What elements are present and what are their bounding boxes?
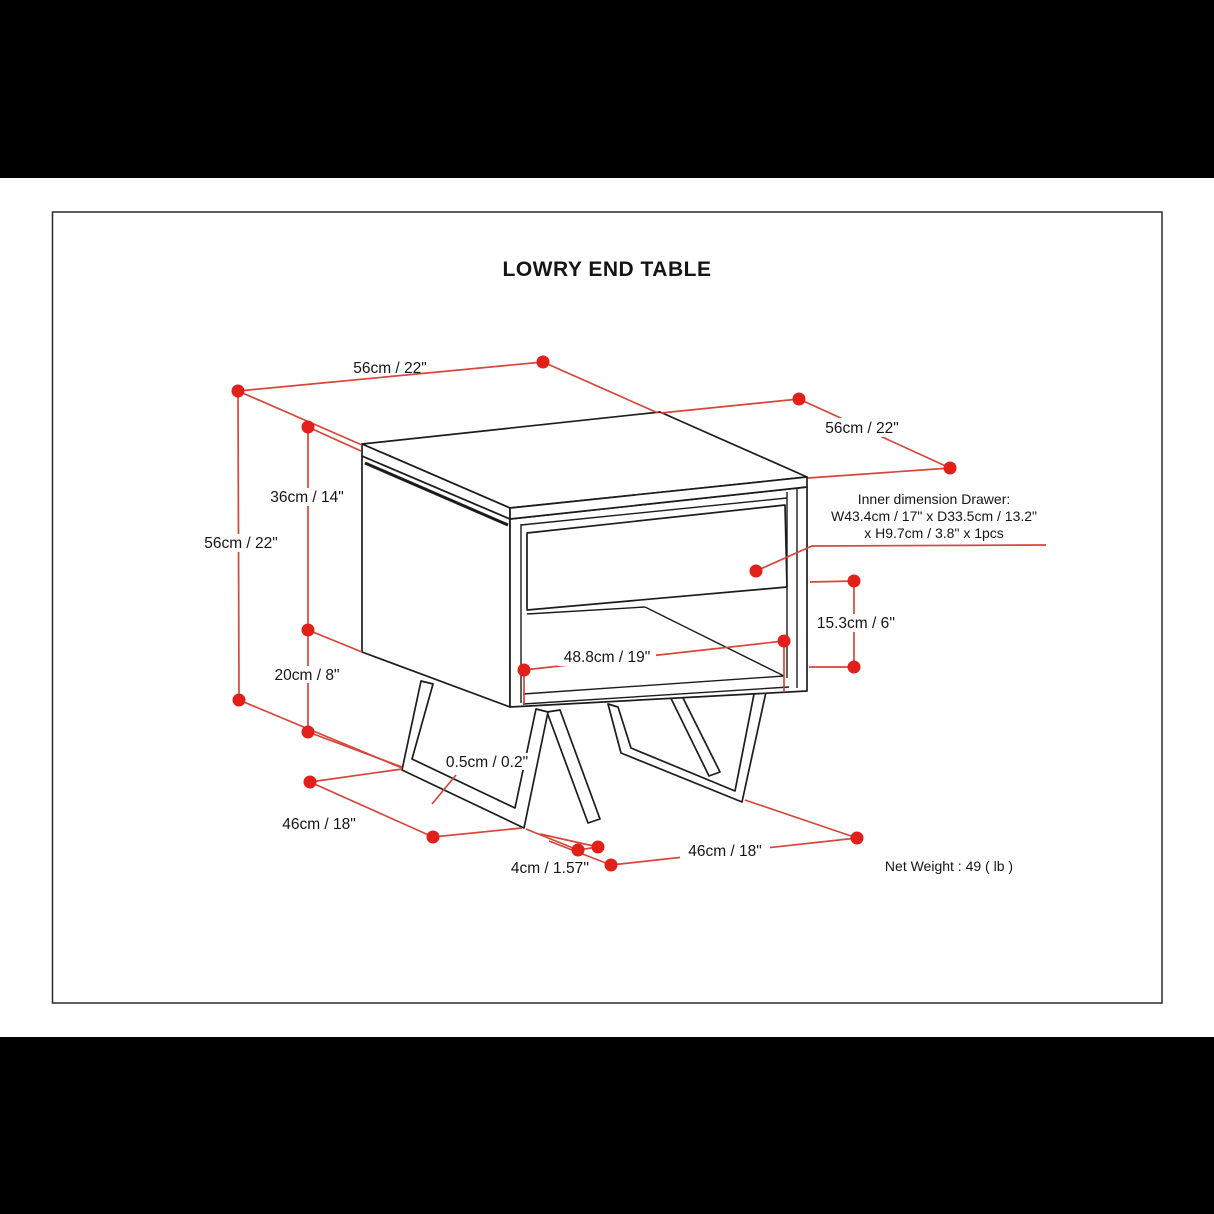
leader-runner-left-b [432, 827, 523, 838]
label-metal-thickness: 0.5cm / 0.2" [446, 754, 528, 771]
leader-body-bottom [307, 629, 363, 653]
dimension-dot [536, 355, 550, 369]
label-mask [196, 534, 286, 552]
dimension-dot [303, 775, 317, 789]
dimension-dots [231, 355, 957, 872]
label-mask [558, 648, 656, 666]
table-top-right-edge-face [509, 476, 808, 520]
shelf-ceiling-edge [526, 606, 646, 615]
label-top-width: 56cm / 22" [353, 360, 427, 377]
shelf-floor-bottom-edge [522, 686, 790, 705]
top-letterbox-bar [0, 0, 1214, 178]
label-mask [444, 753, 532, 770]
dimension-dot [591, 840, 605, 854]
leader-runner-left-a [309, 768, 403, 783]
shelf-interior-edge [644, 606, 785, 677]
dimension-dot [301, 420, 315, 434]
bottom-letterbox-bar [0, 1037, 1214, 1214]
dimension-dot [604, 858, 618, 872]
drawer-note-line1: Inner dimension Drawer: [858, 491, 1011, 507]
dimension-lines [237, 361, 1047, 866]
leader-drawer-note [755, 544, 1047, 572]
leader-foot-a [525, 828, 579, 851]
dimension-dot [943, 461, 957, 475]
drawer-note-line2: W43.4cm / 17" x D33.5cm / 13.2" [831, 508, 1037, 524]
label-runner-bottom: 46cm / 18" [688, 843, 762, 860]
label-total-height: 56cm / 22" [204, 535, 278, 552]
label-mask [808, 614, 904, 632]
dimension-dot [847, 574, 861, 588]
label-shelf-width: 48.8cm / 19" [564, 649, 651, 666]
top-rail-edge [520, 497, 788, 526]
label-runner-left: 46cm / 18" [282, 816, 356, 833]
label-body-height: 36cm / 14" [270, 489, 344, 506]
leader-depth-corner [807, 467, 951, 479]
label-top-depth: 56cm / 22" [825, 420, 899, 437]
leader-foot-b [539, 833, 599, 848]
label-foot-width: 4cm / 1.57'' [511, 860, 589, 877]
left-leg [401, 680, 549, 829]
leader-opening-top [809, 580, 855, 583]
net-weight-label: Net Weight : 49 ( lb ) [885, 858, 1013, 874]
label-opening-height: 15.3cm / 6'' [817, 615, 895, 632]
leader-metal-thickness [431, 774, 457, 805]
left-leg-back-strut [546, 709, 601, 824]
label-mask [814, 418, 911, 437]
leader-runner-bottom-b [744, 799, 858, 839]
leader-leg-foot [307, 731, 403, 768]
label-mask [268, 666, 346, 683]
dimension-dot [517, 663, 531, 677]
dimension-dot [847, 660, 861, 674]
dimension-dot [231, 384, 245, 398]
label-leg-height: 20cm / 8" [275, 667, 340, 684]
dim-line-runner-left [309, 781, 434, 838]
label-mask [262, 488, 352, 506]
drawer-note-block: Inner dimension Drawer: W43.4cm / 17" x … [831, 491, 1037, 541]
dimension-dot [850, 831, 864, 845]
dimension-dot [301, 623, 315, 637]
leader-top-apex [542, 361, 659, 414]
dimension-dot [571, 843, 585, 857]
dimension-dot [301, 725, 315, 739]
leader-depth-apex [660, 398, 800, 414]
label-mask [680, 842, 770, 860]
dimension-dot [792, 392, 806, 406]
top-reveal-shadow [364, 461, 509, 527]
label-masks [196, 418, 911, 860]
leader-top-left [237, 390, 363, 446]
leader-body-top [307, 426, 362, 452]
page-title: LOWRY END TABLE [503, 258, 712, 281]
dimension-dot [426, 830, 440, 844]
dimension-dot [749, 564, 763, 578]
shelf-floor-front-edge [522, 675, 785, 695]
drawer-note-line3: x H9.7cm / 3.8" x 1pcs [864, 525, 1004, 541]
dimension-dot [232, 693, 246, 707]
drawer-front [526, 504, 788, 611]
dim-line-top-width [237, 361, 544, 392]
dimension-dot [777, 634, 791, 648]
